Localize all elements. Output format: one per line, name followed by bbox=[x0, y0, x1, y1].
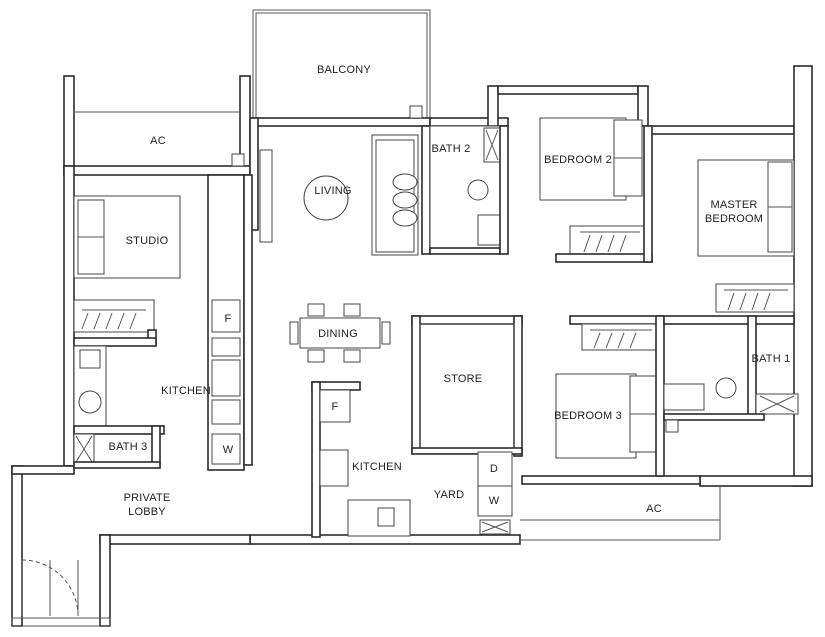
bedroom2-room bbox=[539, 117, 653, 263]
kitchen-left-area bbox=[73, 174, 253, 471]
label-ac-top: AC bbox=[150, 135, 166, 147]
label-master-line2: BEDROOM bbox=[705, 213, 763, 225]
label-washer-yard: W bbox=[489, 495, 500, 507]
label-bath3: BATH 3 bbox=[109, 441, 148, 453]
kitchen-mid-area bbox=[311, 381, 513, 538]
label-fridge-mid: F bbox=[332, 401, 339, 413]
bath1-room bbox=[663, 315, 799, 421]
label-bath1: BATH 1 bbox=[752, 353, 791, 365]
living-room bbox=[259, 134, 419, 256]
store-room bbox=[411, 315, 523, 457]
label-bath2: BATH 2 bbox=[432, 143, 471, 155]
label-kitchen-left: KITCHEN bbox=[161, 385, 211, 397]
label-studio: STUDIO bbox=[126, 235, 169, 247]
outer-walls bbox=[11, 65, 813, 627]
bath2-room bbox=[421, 125, 509, 255]
label-lobby-line2: LOBBY bbox=[128, 506, 166, 518]
label-store: STORE bbox=[444, 373, 483, 385]
service-shafts bbox=[231, 105, 679, 433]
label-master-line1: MASTER bbox=[710, 199, 757, 211]
entrance-door bbox=[21, 559, 79, 617]
dining-area bbox=[289, 303, 391, 363]
label-bedroom3: BEDROOM 3 bbox=[554, 410, 622, 422]
studio-room bbox=[73, 195, 181, 345]
label-kitchen-mid: KITCHEN bbox=[352, 461, 402, 473]
label-ac-bottom: AC bbox=[646, 503, 662, 515]
master-bedroom-room bbox=[697, 159, 795, 313]
label-dining: DINING bbox=[318, 328, 358, 340]
label-washer-left: W bbox=[223, 444, 234, 456]
label-yard: YARD bbox=[434, 489, 465, 501]
label-bedroom2: BEDROOM 2 bbox=[544, 154, 612, 166]
label-fridge-left: F bbox=[225, 313, 232, 325]
label-lobby-line1: PRIVATE bbox=[124, 492, 171, 504]
label-dryer-yard: D bbox=[490, 463, 498, 475]
label-balcony: BALCONY bbox=[317, 64, 371, 76]
bedroom3-room bbox=[521, 315, 701, 485]
ac-ledge-top bbox=[63, 75, 251, 173]
label-living: LIVING bbox=[314, 185, 351, 197]
